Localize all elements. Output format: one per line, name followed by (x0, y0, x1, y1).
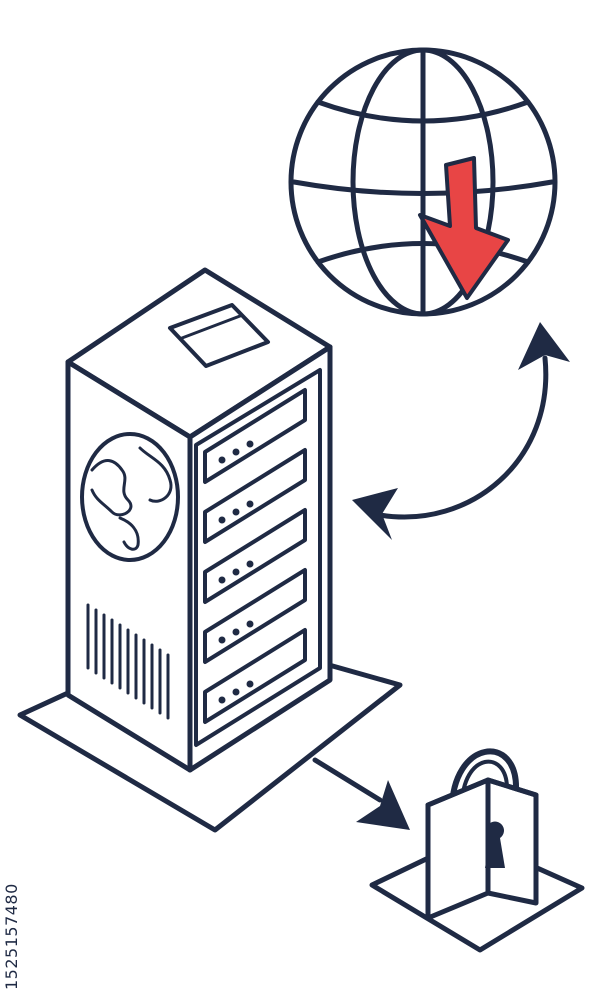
server-rack-icon (65, 267, 333, 773)
arrowhead-up (518, 322, 570, 370)
drive-slot (203, 628, 307, 724)
stock-id-watermark: 1525157480 (2, 883, 21, 990)
server-drive-slots (203, 388, 307, 724)
globe-icon (288, 47, 558, 317)
drive-slot (203, 568, 307, 664)
side-vent (86, 603, 170, 720)
drive-slot (203, 448, 307, 544)
keyhole-icon (485, 821, 505, 868)
curved-sync-arrow-icon (377, 355, 549, 520)
side-globe-icon (80, 432, 180, 562)
padlock-icon (425, 748, 539, 921)
arrowhead-down-right (356, 780, 410, 830)
download-arrow-icon (418, 156, 510, 300)
straight-arrow-icon (312, 757, 383, 803)
drive-slot (203, 508, 307, 604)
drive-slot (203, 388, 307, 484)
arrowhead-left (352, 488, 398, 540)
